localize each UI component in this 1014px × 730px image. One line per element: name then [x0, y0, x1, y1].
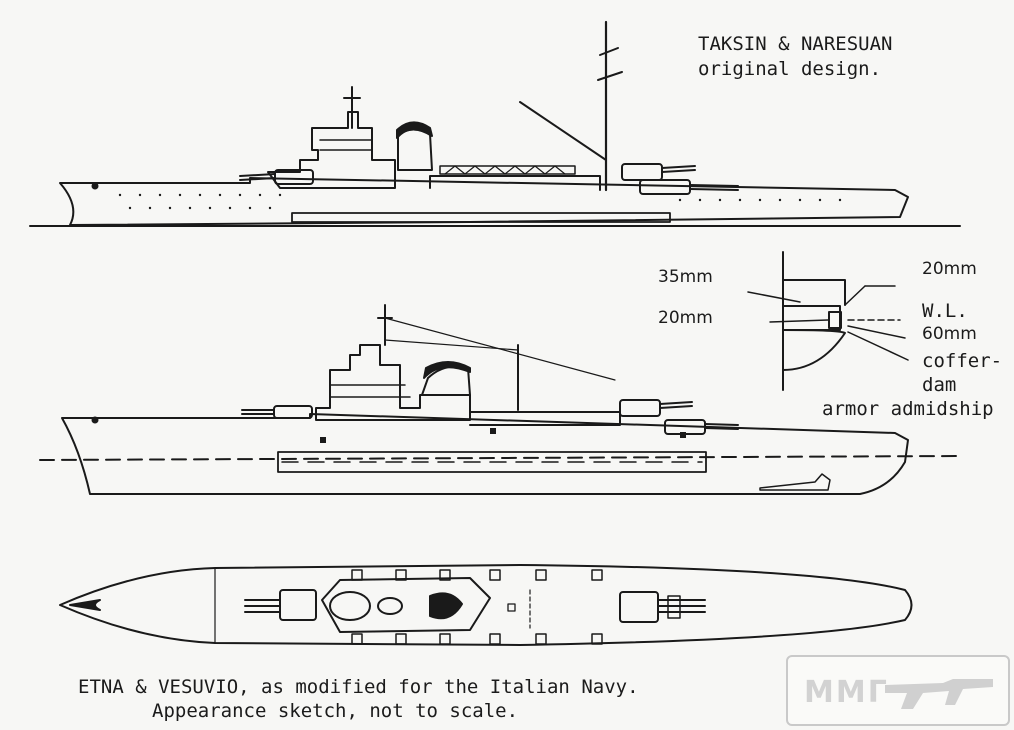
modified-design-profile: [39, 304, 961, 495]
bottom-caption-line1: ETNA & VESUVIO, as modified for the Ital…: [78, 676, 639, 698]
armor-caption: armor admidship: [822, 398, 994, 420]
watermark-text: ММГ: [804, 675, 889, 710]
armor-section-diagram: [747, 251, 909, 391]
armor-label-20mm-right: 20mm: [922, 259, 977, 279]
armor-label-dam: dam: [922, 374, 957, 396]
watermark-badge: ММГ: [786, 655, 1010, 726]
armor-label-wl: W.L.: [922, 300, 968, 322]
bottom-caption-line2: Appearance sketch, not to scale.: [152, 700, 519, 722]
top-title-line2: original design.: [698, 58, 882, 80]
original-design-profile: [29, 20, 961, 227]
armor-label-60mm: 60mm: [922, 324, 977, 344]
armor-label-coffer: coffer-: [922, 350, 1003, 372]
armor-label-20mm-left: 20mm: [658, 308, 713, 328]
plan-view: [59, 564, 913, 646]
armor-label-35mm: 35mm: [658, 267, 713, 287]
top-title-line1: TAKSIN & NARESUAN: [698, 33, 893, 55]
rifle-icon: [885, 679, 993, 709]
